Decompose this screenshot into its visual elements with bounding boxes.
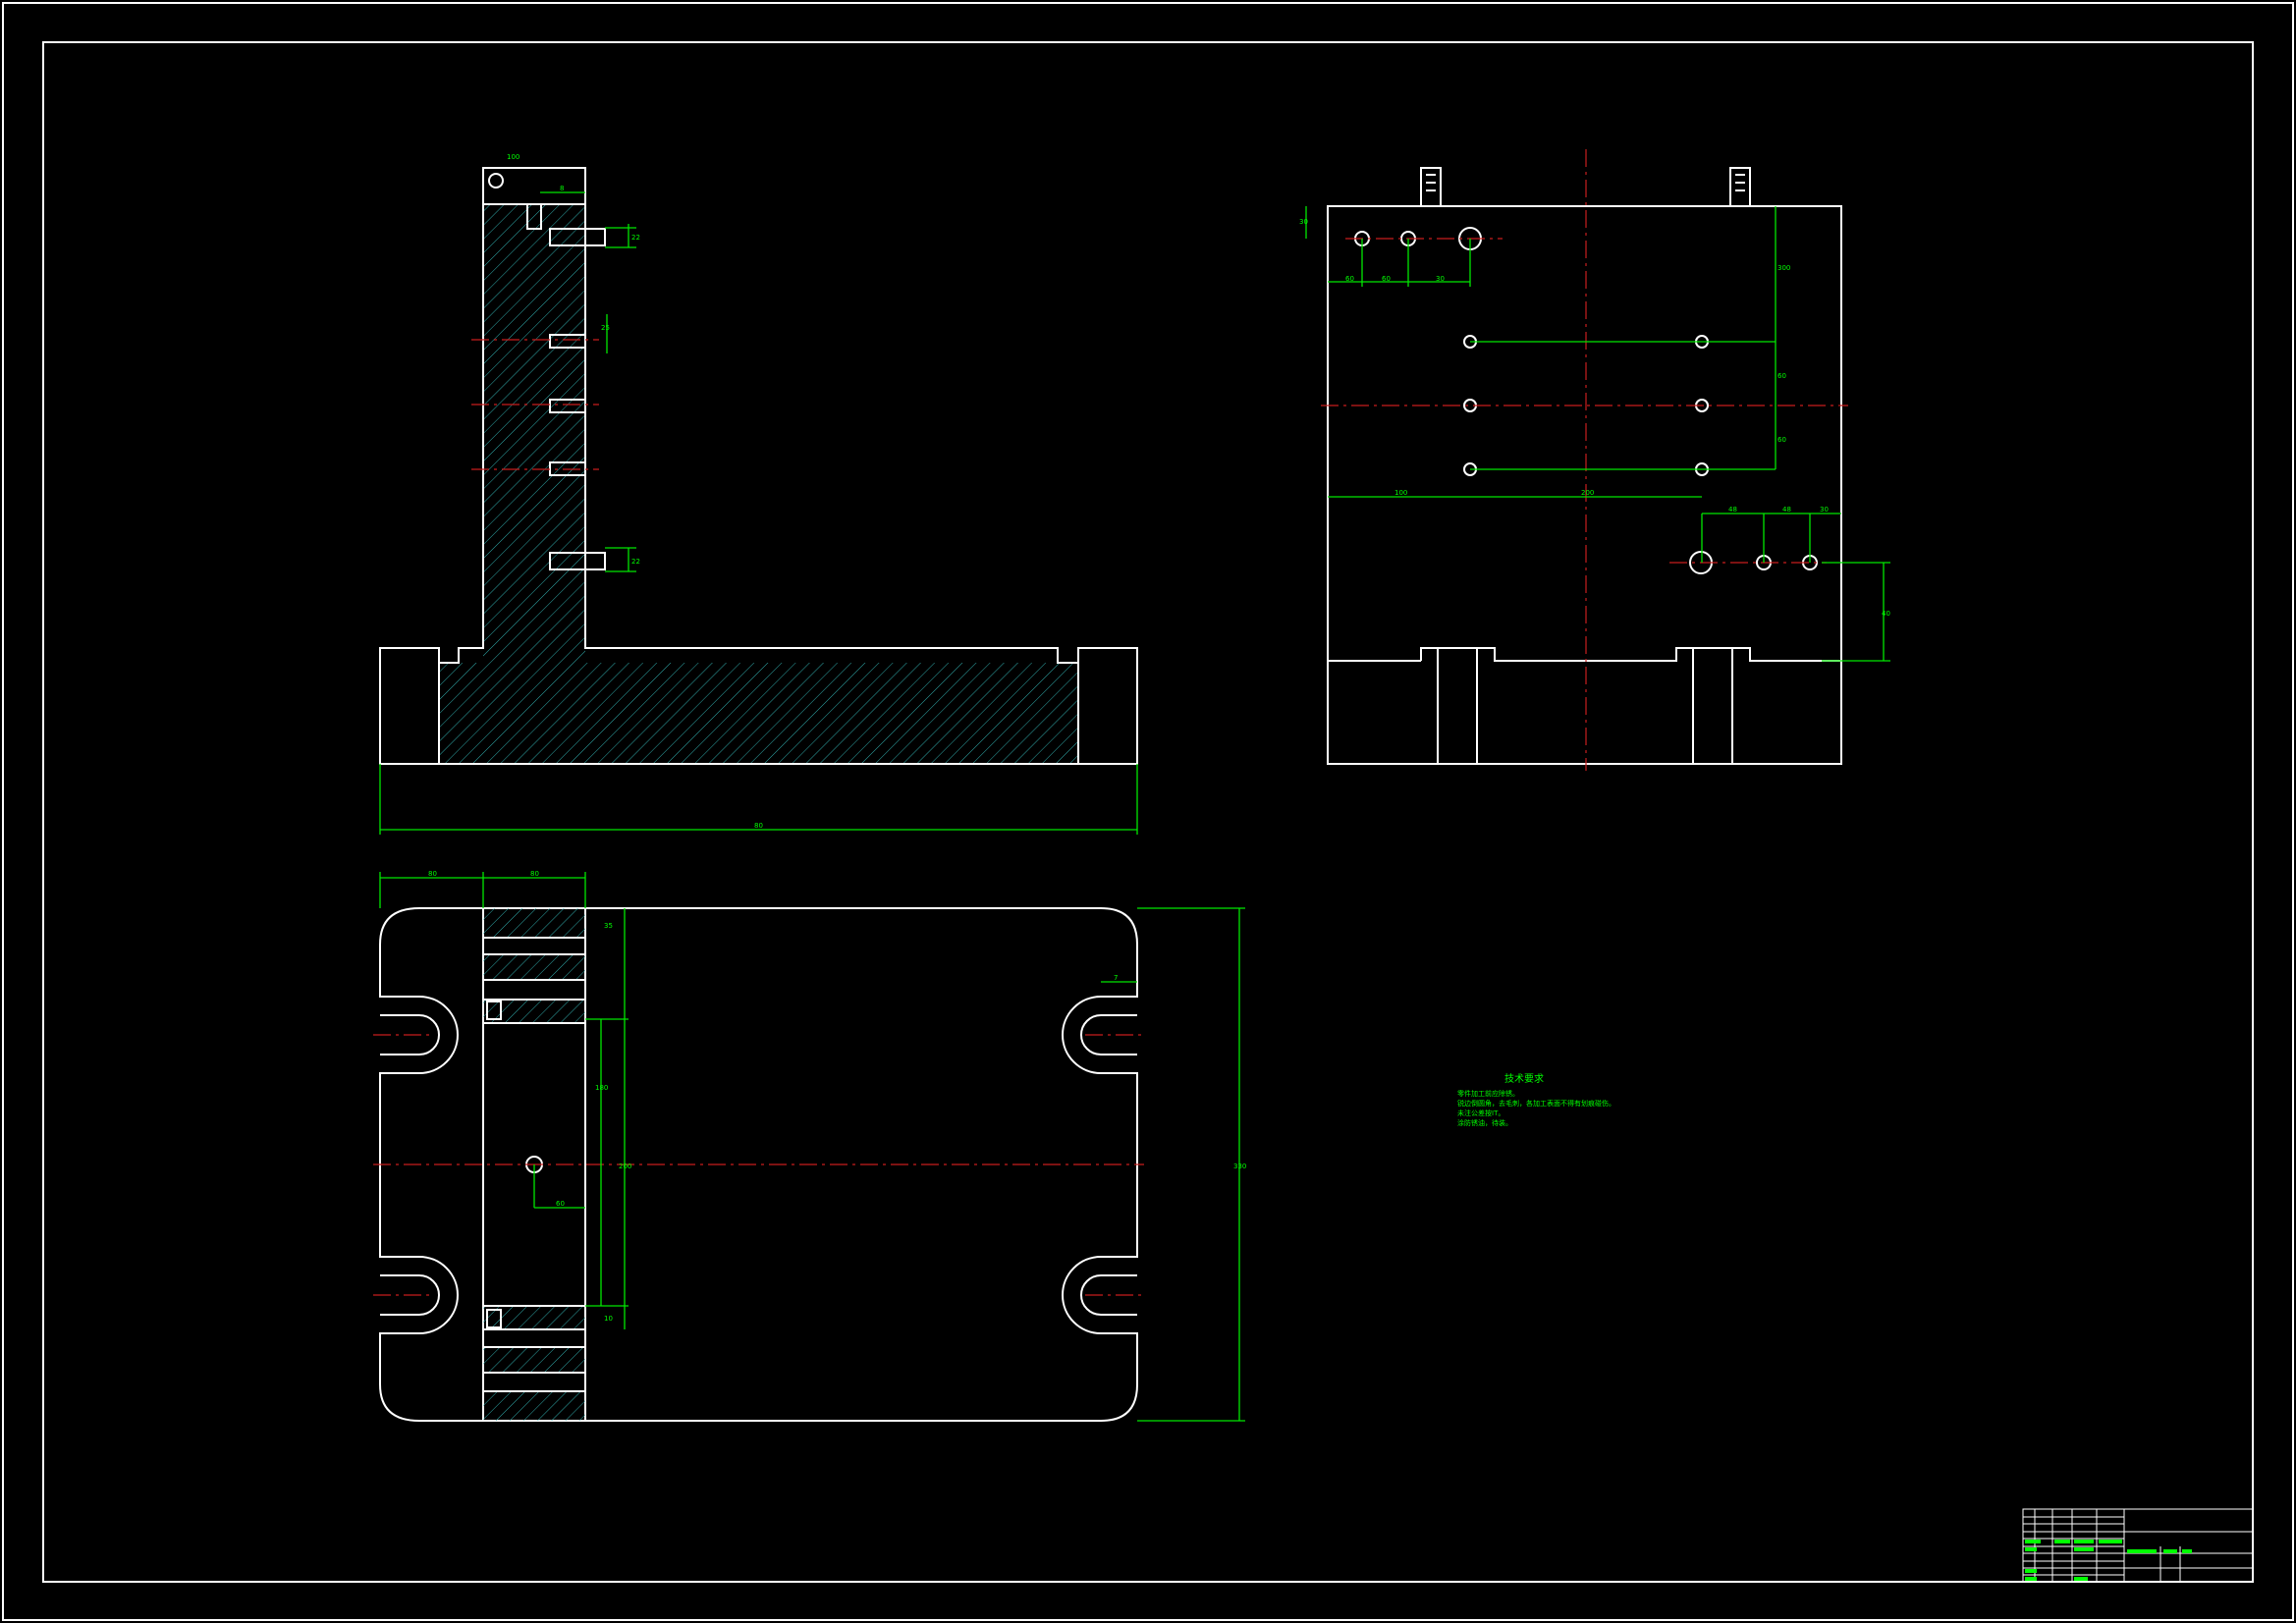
svg-text:48: 48 <box>1782 506 1791 514</box>
tech-req-line-3: 未注公差按IT。 <box>1457 1109 1504 1117</box>
plan-outline <box>379 907 1138 1422</box>
svg-text:30: 30 <box>1820 506 1829 514</box>
svg-text:7: 7 <box>1114 974 1118 982</box>
front-section-view: 80 8 100 22 22 25 <box>379 153 1138 835</box>
svg-text:180: 180 <box>595 1084 608 1092</box>
svg-text:200: 200 <box>619 1163 631 1170</box>
side-pin-left <box>1420 167 1442 207</box>
svg-text:80: 80 <box>530 870 539 878</box>
svg-text:35: 35 <box>604 922 613 930</box>
svg-text:80: 80 <box>428 870 437 878</box>
svg-text:60: 60 <box>1382 275 1391 283</box>
dim-elev-b: 100 <box>507 153 519 161</box>
side-view-outline <box>1327 205 1842 765</box>
dim-elev-c: 22 <box>631 234 640 242</box>
side-view: 60 60 30 100 200 300 60 60 48 48 30 40 3… <box>1299 149 1890 771</box>
title-block <box>2022 1508 2254 1583</box>
dim-elev-overall: 80 <box>754 822 763 830</box>
tech-req-title: 技术要求 <box>1504 1072 1544 1085</box>
sheet-inner-frame <box>42 41 2254 1583</box>
section-hatch-post <box>439 204 1078 764</box>
svg-text:60: 60 <box>556 1200 565 1208</box>
plan-view: 80 80 330 200 180 60 7 35 10 <box>373 870 1246 1422</box>
svg-text:60: 60 <box>1777 436 1786 444</box>
svg-text:100: 100 <box>1394 489 1407 497</box>
svg-text:60: 60 <box>1345 275 1354 283</box>
svg-text:48: 48 <box>1728 506 1737 514</box>
svg-text:200: 200 <box>1581 489 1594 497</box>
dim-elev-d: 22 <box>631 558 640 566</box>
dim-elev-e: 25 <box>601 324 610 332</box>
svg-text:300: 300 <box>1777 264 1790 272</box>
svg-text:30: 30 <box>1436 275 1445 283</box>
dim-elev-a: 8 <box>560 185 564 192</box>
svg-text:30: 30 <box>1299 218 1308 226</box>
tech-req-line-1: 零件加工前应除锈。 <box>1457 1089 1519 1098</box>
svg-text:330: 330 <box>1233 1163 1246 1170</box>
tech-req-line-2: 锐边倒圆角，去毛刺，各加工表面不得有划痕碰伤。 <box>1457 1099 1615 1108</box>
svg-text:60: 60 <box>1777 372 1786 380</box>
side-pin-right <box>1729 167 1751 207</box>
top-pin-hole <box>488 173 504 189</box>
svg-text:40: 40 <box>1882 610 1890 618</box>
svg-text:10: 10 <box>604 1315 613 1323</box>
tech-req-line-4: 涂防锈油，待装。 <box>1457 1118 1512 1127</box>
technical-requirements: 技术要求 零件加工前应除锈。 锐边倒圆角，去毛刺，各加工表面不得有划痕碰伤。 未… <box>1457 1072 1615 1127</box>
